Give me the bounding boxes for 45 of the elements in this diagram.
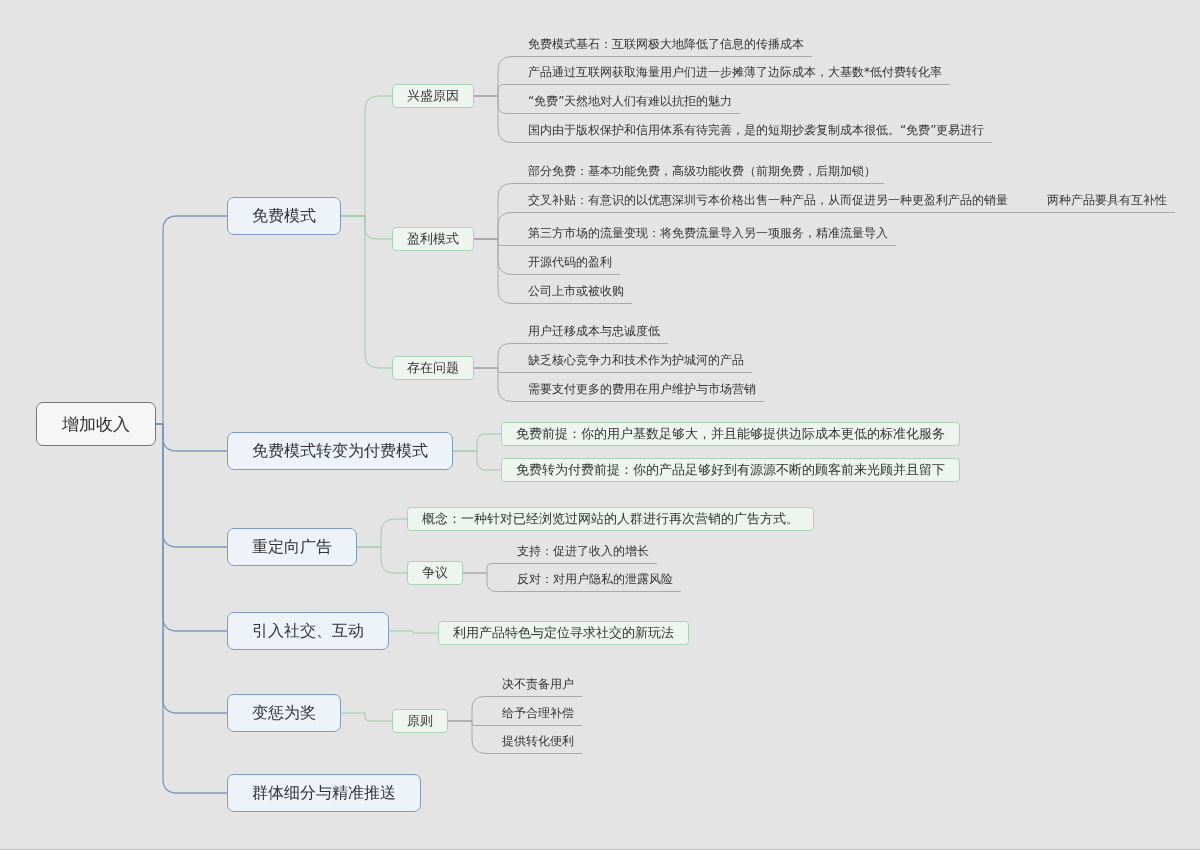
subtopic-box: 盈利模式 — [392, 227, 474, 251]
connector-line — [462, 572, 517, 592]
branch-label: 用户迁移成本与忠诚度低 — [527, 323, 668, 344]
connector-line — [473, 95, 528, 143]
main-topic: 变惩为奖 — [227, 694, 341, 732]
subtopic-box: 兴盛原因 — [392, 84, 474, 108]
branch-label: 免费模式基石：互联网极大地降低了信息的传播成本 — [527, 36, 812, 57]
subtopic-box: 免费转为付费前提：你的产品足够好到有源源不断的顾客前来光顾并且留下 — [501, 458, 960, 482]
branch-label: 国内由于版权保护和信用体系有待完善，是的短期抄袭复制成本很低。“免费”更易进行 — [527, 122, 993, 143]
branch-label: 反对：对用户隐私的泄露风险 — [516, 571, 681, 592]
main-topic: 群体细分与精准推送 — [227, 774, 421, 812]
branch-label: 交叉补贴：有意识的以优惠深圳亏本价格出售一种产品，从而促进另一种更盈利产品的销量 — [527, 192, 1016, 213]
connector-line — [473, 367, 528, 402]
connector-line — [1015, 212, 1047, 213]
branch-label: 给予合理补偿 — [501, 705, 582, 726]
connector-line — [447, 720, 502, 754]
branch-label: 第三方市场的流量变现：将免费流量导入另一项服务，精准流量导入 — [527, 225, 896, 246]
connector-line — [340, 215, 393, 369]
subtopic-box: 免费前提：你的用户基数足够大，并且能够提供边际成本更低的标准化服务 — [501, 422, 960, 446]
subtopic-box: 原则 — [392, 709, 448, 733]
main-topic: 免费模式转变为付费模式 — [227, 432, 453, 470]
branch-label: 决不责备用户 — [501, 676, 582, 697]
connector-line — [452, 450, 502, 471]
branch-label: 产品通过互联网获取海量用户们进一步摊薄了边际成本，大基数*低付费转化率 — [527, 64, 950, 85]
main-topic: 重定向广告 — [227, 528, 357, 566]
branch-label: 缺乏核心竞争力和技术作为护城河的产品 — [527, 352, 752, 373]
subtopic-box: 争议 — [407, 561, 463, 585]
main-topic: 引入社交、互动 — [227, 612, 389, 650]
subtopic-box: 概念：一种针对已经浏览过网站的人群进行再次营销的广告方式。 — [407, 507, 814, 531]
branch-label: “免费”天然地对人们有难以抗拒的魅力 — [527, 93, 741, 114]
branch-label: 支持：促进了收入的增长 — [516, 543, 657, 564]
connector-line — [473, 238, 528, 304]
branch-label: 开源代码的盈利 — [527, 254, 620, 275]
branch-label: 需要支付更多的费用在用户维护与市场营销 — [527, 381, 764, 402]
branch-label: 公司上市或被收购 — [527, 283, 632, 304]
subtopic-box: 存在问题 — [392, 356, 474, 380]
connector-line — [356, 546, 408, 574]
central-topic: 增加收入 — [36, 402, 156, 446]
connector-line — [388, 630, 439, 634]
subtopic-box: 利用产品特色与定位寻求社交的新玩法 — [438, 621, 689, 645]
branch-label: 两种产品要具有互补性 — [1046, 192, 1175, 213]
main-topic: 免费模式 — [227, 197, 341, 235]
connector-line — [340, 712, 393, 722]
branch-label: 部分免费：基本功能免费，高级功能收费（前期免费，后期加锁） — [527, 163, 884, 184]
branch-label: 提供转化便利 — [501, 733, 582, 754]
